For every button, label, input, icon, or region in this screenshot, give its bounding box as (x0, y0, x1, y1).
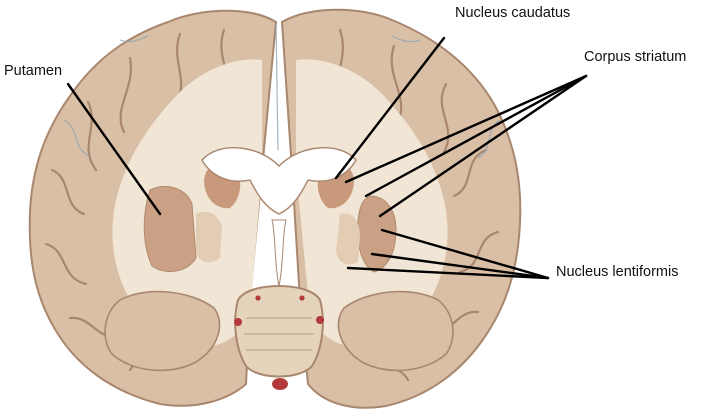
brain-section (30, 10, 521, 408)
label-putamen: Putamen (4, 64, 62, 79)
left-putamen (144, 186, 196, 271)
third-ventricle (272, 220, 286, 286)
label-nucleus-lentiformis: Nucleus lentiformis (556, 265, 679, 280)
pons (235, 286, 323, 377)
label-nucleus-caudatus: Nucleus caudatus (455, 6, 570, 21)
left-globus-pallidus (196, 212, 222, 263)
label-corpus-striatum: Corpus striatum (584, 50, 686, 65)
